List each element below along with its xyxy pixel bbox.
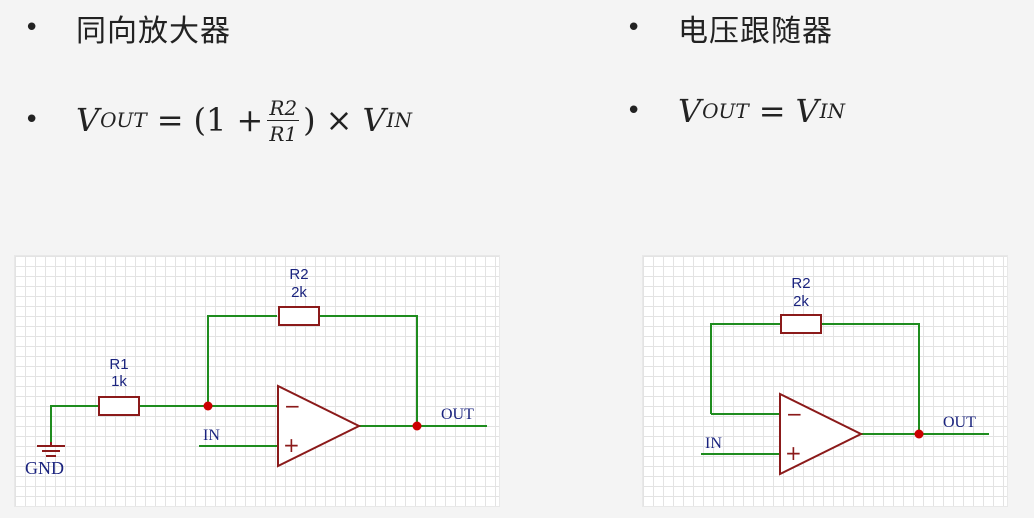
close-paren: ) bbox=[303, 100, 316, 139]
r1-name: R1 bbox=[109, 356, 128, 373]
r1-value: 1k bbox=[111, 373, 127, 390]
bullet: • bbox=[626, 96, 642, 126]
vin-sub: IN bbox=[386, 107, 412, 132]
junction-dot-minus bbox=[203, 401, 213, 411]
components bbox=[779, 314, 864, 476]
bullet: • bbox=[24, 104, 40, 135]
r2-name: R2 bbox=[791, 275, 810, 292]
components bbox=[37, 306, 362, 468]
bullet: • bbox=[626, 13, 642, 43]
opamp-body bbox=[277, 384, 362, 468]
in-label: IN bbox=[705, 435, 722, 452]
opamp-minus-sign: − bbox=[786, 402, 803, 426]
feedback-right-wire bbox=[821, 323, 920, 434]
opamp-minus-sign: − bbox=[284, 394, 301, 418]
r2-name: R2 bbox=[289, 266, 308, 283]
vout-sub: OUT bbox=[702, 99, 749, 123]
bullet: • bbox=[24, 13, 40, 43]
left-schematic-panel: − + R1 1k R2 2k OUT IN GND bbox=[14, 255, 500, 507]
vin-var: V bbox=[362, 100, 386, 139]
vout-var: V bbox=[678, 92, 702, 130]
wires bbox=[50, 315, 487, 447]
right-title: 电压跟随器 bbox=[678, 14, 833, 49]
wires bbox=[701, 323, 989, 455]
right-schematic-panel: − + R2 2k OUT IN bbox=[642, 255, 1008, 507]
open-paren: (1 + bbox=[193, 100, 264, 139]
in-label: IN bbox=[203, 427, 220, 444]
vin-sub: IN bbox=[819, 99, 846, 123]
out-label: OUT bbox=[441, 406, 474, 423]
feedback-left-wire bbox=[710, 323, 781, 414]
fraction-numerator: R2 bbox=[269, 96, 298, 120]
feedback-left-wire bbox=[207, 315, 277, 406]
opamp-body bbox=[779, 392, 864, 476]
gnd-wire bbox=[50, 405, 99, 444]
vin-var: V bbox=[795, 92, 819, 130]
vout-sub: OUT bbox=[100, 107, 147, 132]
right-title-row: • 电压跟随器 bbox=[626, 6, 833, 50]
voltage-follower-schematic: − + R2 2k OUT IN bbox=[701, 275, 989, 476]
fraction-denominator: R1 bbox=[267, 120, 300, 146]
equals-sign: = bbox=[156, 100, 184, 139]
gnd-label: GND bbox=[25, 458, 64, 478]
non-inverting-amplifier-schematic: − + R1 1k R2 2k OUT IN GND bbox=[25, 266, 487, 478]
gain-fraction: R2 R1 bbox=[267, 96, 300, 147]
r2-value: 2k bbox=[291, 284, 307, 301]
opamp-plus-sign: + bbox=[283, 433, 300, 457]
left-title: 同向放大器 bbox=[76, 14, 231, 49]
junction-dot-output bbox=[914, 429, 924, 439]
equals-sign: = bbox=[758, 92, 786, 130]
left-title-row: • 同向放大器 bbox=[24, 6, 231, 50]
opamp-plus-sign: + bbox=[785, 441, 802, 465]
out-label: OUT bbox=[943, 414, 976, 431]
times-sign: × bbox=[325, 100, 353, 139]
r2-body bbox=[278, 306, 320, 326]
junction-dot-output bbox=[412, 421, 422, 431]
r1-body bbox=[98, 396, 140, 416]
feedback-right-wire bbox=[319, 315, 418, 426]
r2-value: 2k bbox=[793, 293, 809, 310]
r2-body bbox=[780, 314, 822, 334]
vout-var: V bbox=[76, 100, 100, 139]
